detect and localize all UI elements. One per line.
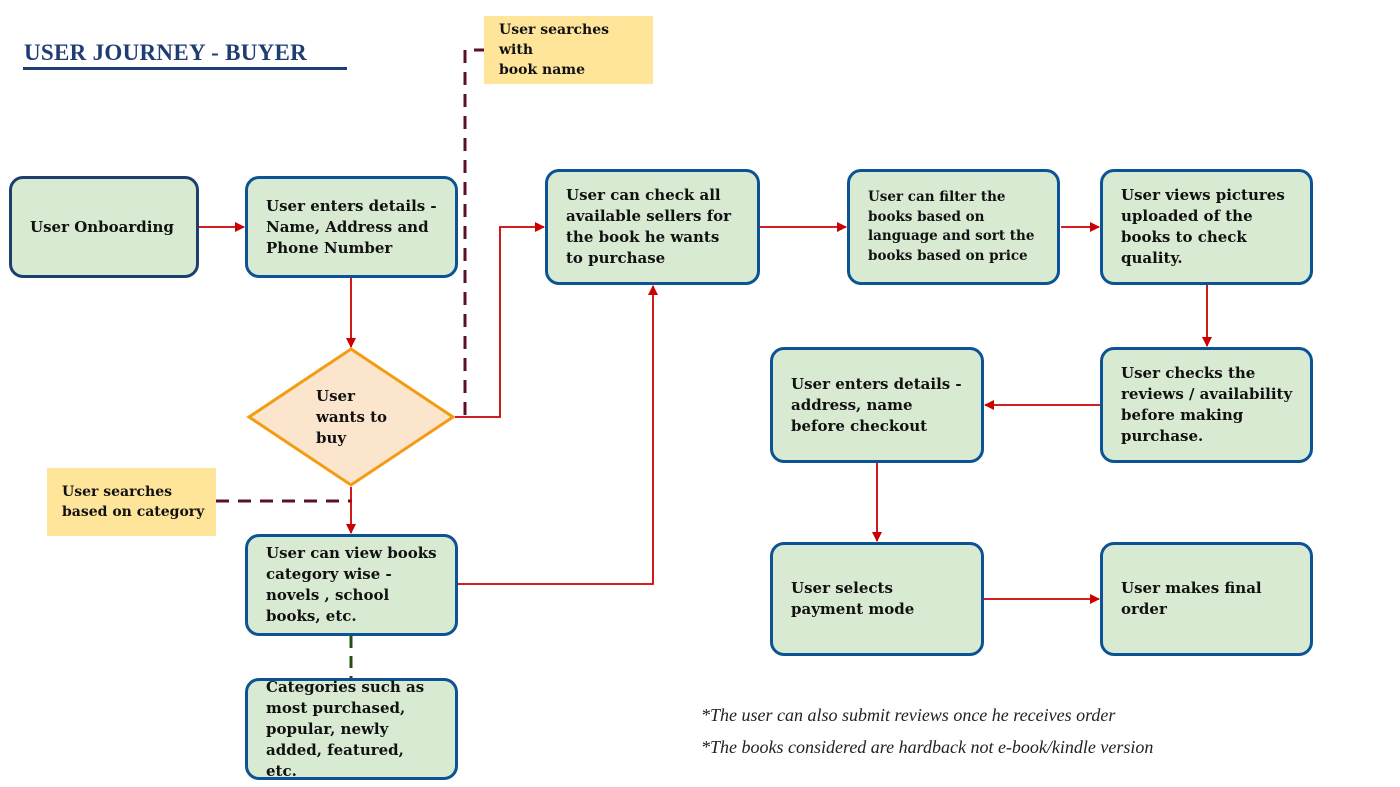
node-label: User enters details - Name, Address and … [266, 196, 437, 257]
node-user-onboarding: User Onboarding [9, 176, 199, 278]
footnote-reviews: *The user can also submit reviews once h… [701, 705, 1116, 725]
node-categories: Categories such as most purchased, popul… [245, 678, 458, 780]
node-label: User can view books category wise - nove… [266, 544, 437, 625]
node-label: User can check all available sellers for… [566, 186, 732, 267]
node-final-order: User makes final order [1100, 542, 1313, 656]
node-check-sellers: User can check all available sellers for… [545, 169, 760, 285]
node-label: User checks the reviews / availability b… [1121, 364, 1293, 445]
dashed-connector-search-name [463, 48, 485, 415]
footnote-hardback: *The books considered are hardback not e… [701, 737, 1154, 757]
node-label: User views pictures uploaded of the book… [1121, 186, 1285, 267]
node-label: User selects payment mode [791, 579, 915, 618]
node-view-pictures: User views pictures uploaded of the book… [1100, 169, 1313, 285]
node-enter-details: User enters details - Name, Address and … [245, 176, 458, 278]
node-label: User Onboarding [30, 217, 174, 236]
node-select-payment: User selects payment mode [770, 542, 984, 656]
note-search-by-category: User searches based on category [47, 468, 216, 536]
node-check-reviews: User checks the reviews / availability b… [1100, 347, 1313, 463]
node-label: User makes final order [1121, 579, 1262, 618]
arrow-decision-to-sellers [455, 222, 545, 418]
node-label: Categories such as most purchased, popul… [266, 677, 425, 780]
decision-label: User wants to buy [316, 387, 388, 447]
note-search-by-name: User searches with book name [484, 16, 653, 84]
diagram-title: USER JOURNEY - BUYER [24, 40, 308, 65]
node-checkout-details: User enters details - address, name befo… [770, 347, 984, 463]
node-filter-books: User can filter the books based on langu… [847, 169, 1060, 285]
node-label: User enters details - address, name befo… [791, 374, 962, 435]
arrow-category-to-sellers [458, 285, 658, 585]
decision-diamond [246, 347, 456, 487]
node-view-category: User can view books category wise - nove… [245, 534, 458, 636]
node-label: User can filter the books based on langu… [868, 189, 1035, 264]
title-underline [23, 67, 347, 70]
